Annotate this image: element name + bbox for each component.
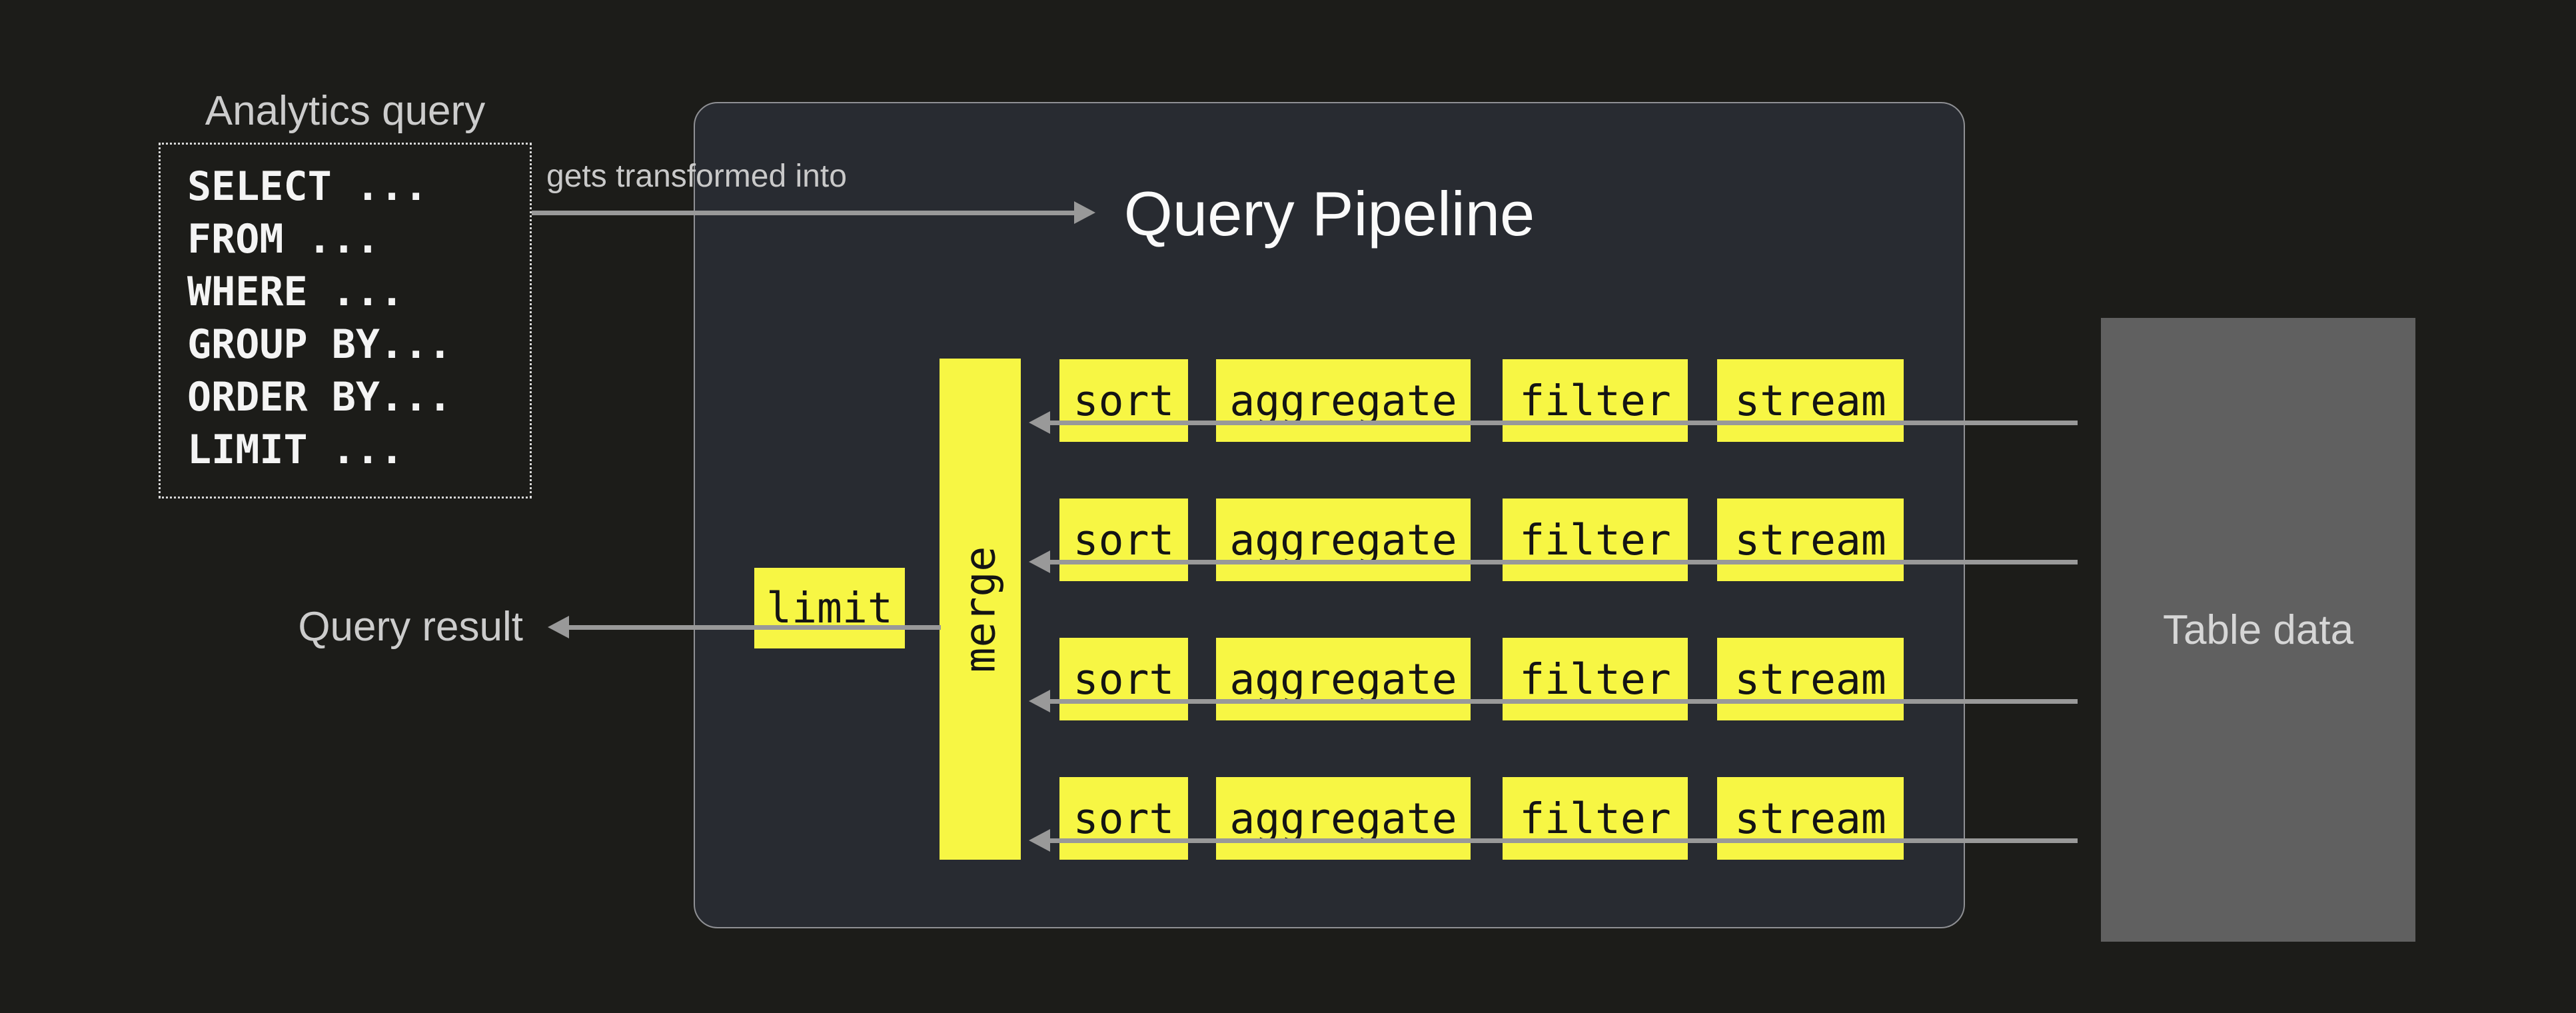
stage-filter-row2: filter	[1503, 499, 1688, 581]
merge-label: merge	[956, 546, 1005, 672]
query-result-label: Query result	[298, 604, 523, 650]
row3-arrow-shaft	[1050, 699, 2078, 704]
sql-line-group-by: GROUP BY...	[187, 321, 452, 368]
stage-filter-row4: filter	[1503, 777, 1688, 860]
stage-sort-row4: sort	[1059, 777, 1188, 860]
sql-line-where: WHERE ...	[187, 269, 404, 315]
sql-line-select: SELECT ...	[187, 163, 428, 210]
sql-line-order-by: ORDER BY...	[187, 374, 452, 421]
result-arrow-left-icon	[548, 616, 569, 638]
sql-line-from: FROM ...	[187, 216, 380, 263]
stage-stream-row1: stream	[1717, 359, 1904, 442]
result-arrow-shaft	[569, 625, 941, 630]
stage-sort-row3: sort	[1059, 638, 1188, 720]
row3-arrow-left-icon	[1029, 690, 1050, 712]
stage-sort-row1: sort	[1059, 359, 1188, 442]
table-data-label: Table data	[2162, 606, 2354, 653]
transform-arrow-label: gets transformed into	[546, 159, 847, 194]
stage-stream-row3: stream	[1717, 638, 1904, 720]
stage-stream-row4: stream	[1717, 777, 1904, 860]
sql-query-box: SELECT ... FROM ... WHERE ... GROUP BY..…	[159, 143, 532, 499]
stage-stream-row2: stream	[1717, 499, 1904, 581]
row2-arrow-left-icon	[1029, 550, 1050, 573]
stage-aggregate-row1: aggregate	[1216, 359, 1471, 442]
transform-arrow-right-icon	[1074, 201, 1095, 224]
stage-aggregate-row4: aggregate	[1216, 777, 1471, 860]
stage-filter-row1: filter	[1503, 359, 1688, 442]
stage-aggregate-row2: aggregate	[1216, 499, 1471, 581]
transform-arrow-shaft	[532, 211, 1074, 215]
stage-aggregate-row3: aggregate	[1216, 638, 1471, 720]
row2-arrow-shaft	[1050, 560, 2078, 564]
table-data-box: Table data	[2101, 318, 2415, 942]
stage-filter-row3: filter	[1503, 638, 1688, 720]
row1-arrow-shaft	[1050, 421, 2078, 425]
stage-sort-row2: sort	[1059, 499, 1188, 581]
sql-line-limit: LIMIT ...	[187, 427, 404, 473]
stage-merge: merge	[940, 359, 1021, 860]
stage-limit: limit	[754, 568, 905, 648]
analytics-query-label: Analytics query	[205, 88, 486, 134]
row4-arrow-left-icon	[1029, 829, 1050, 852]
row1-arrow-left-icon	[1029, 411, 1050, 434]
pipeline-title: Query Pipeline	[1123, 179, 1535, 249]
row4-arrow-shaft	[1050, 838, 2078, 843]
